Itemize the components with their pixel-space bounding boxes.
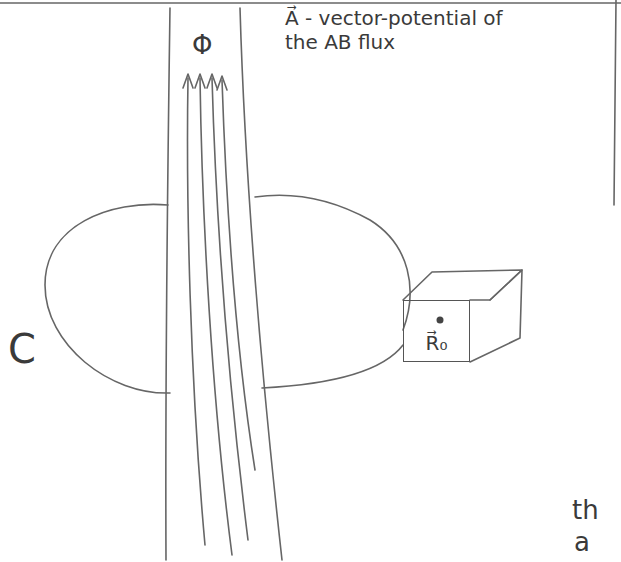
flux-symbol: Φ: [192, 30, 222, 61]
cut-off-text: a: [574, 527, 614, 558]
vector-potential-note: A⃗ - vector-potential of the AB flux: [285, 6, 510, 54]
loop-name: C: [8, 325, 48, 373]
cut-off-text: th: [572, 495, 617, 526]
position-label: R⃗₀: [426, 331, 448, 361]
detector-box: R⃗₀: [403, 300, 470, 362]
